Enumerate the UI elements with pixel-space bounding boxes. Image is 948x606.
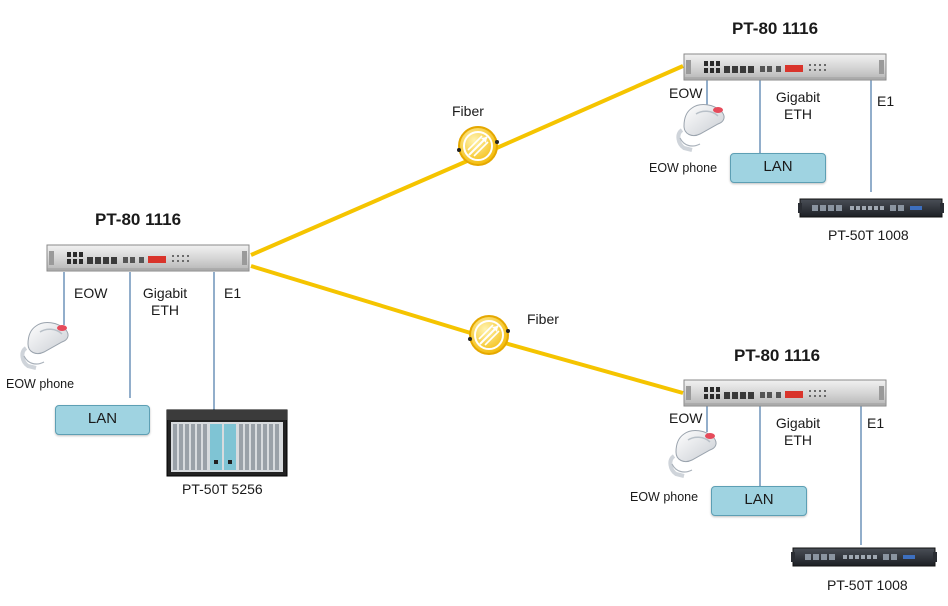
rack-unit-top (683, 53, 887, 81)
fiber-link-bottom (250, 264, 684, 395)
top-lan-box: LAN (730, 153, 826, 183)
cables (63, 80, 872, 545)
top-device-label: PT-50T 1008 (828, 227, 909, 243)
top-eth-label: Gigabit ETH (775, 89, 821, 122)
top-eow-label: EOW (669, 85, 703, 101)
main-lan-box: LAN (55, 405, 150, 435)
eow-phone-top-icon (676, 102, 727, 152)
top-eow-phone-label: EOW phone (649, 161, 718, 175)
fiber-node-top (456, 126, 500, 166)
main-device-label: PT-50T 5256 (182, 481, 263, 497)
top-e1-label: E1 (877, 93, 895, 109)
bottom-device-label: PT-50T 1008 (827, 577, 908, 593)
fiber-node-bottom (467, 315, 511, 355)
bottom-e1-label: E1 (867, 415, 885, 431)
fiber-top-label: Fiber (452, 103, 484, 119)
main-eow-label: EOW (74, 285, 108, 301)
main-e1-label: E1 (224, 285, 242, 301)
pt50t-5256-device-icon (166, 409, 288, 477)
rack-unit-bottom (683, 379, 887, 407)
eow-phone-main-icon (20, 320, 71, 370)
bottom-node-title: PT-80 1116 (734, 346, 821, 365)
pt50t-1008-bottom-device-icon (790, 547, 938, 567)
fiber-bottom-label: Fiber (527, 311, 559, 327)
rack-unit-main (46, 244, 250, 272)
top-node-title: PT-80 1116 (732, 19, 819, 38)
bottom-eow-phone-label: EOW phone (630, 490, 699, 504)
main-node-title: PT-80 1116 (95, 210, 182, 229)
bottom-eow-label: EOW (669, 410, 703, 426)
main-eow-phone-label: EOW phone (6, 377, 75, 391)
bottom-eth-label: Gigabit ETH (775, 415, 821, 448)
main-eth-label: Gigabit ETH (142, 285, 188, 318)
eow-phone-bottom-icon (668, 428, 719, 478)
pt50t-1008-top-device-icon (797, 198, 945, 218)
bottom-lan-box: LAN (711, 486, 807, 516)
fiber-link-top (250, 64, 684, 257)
